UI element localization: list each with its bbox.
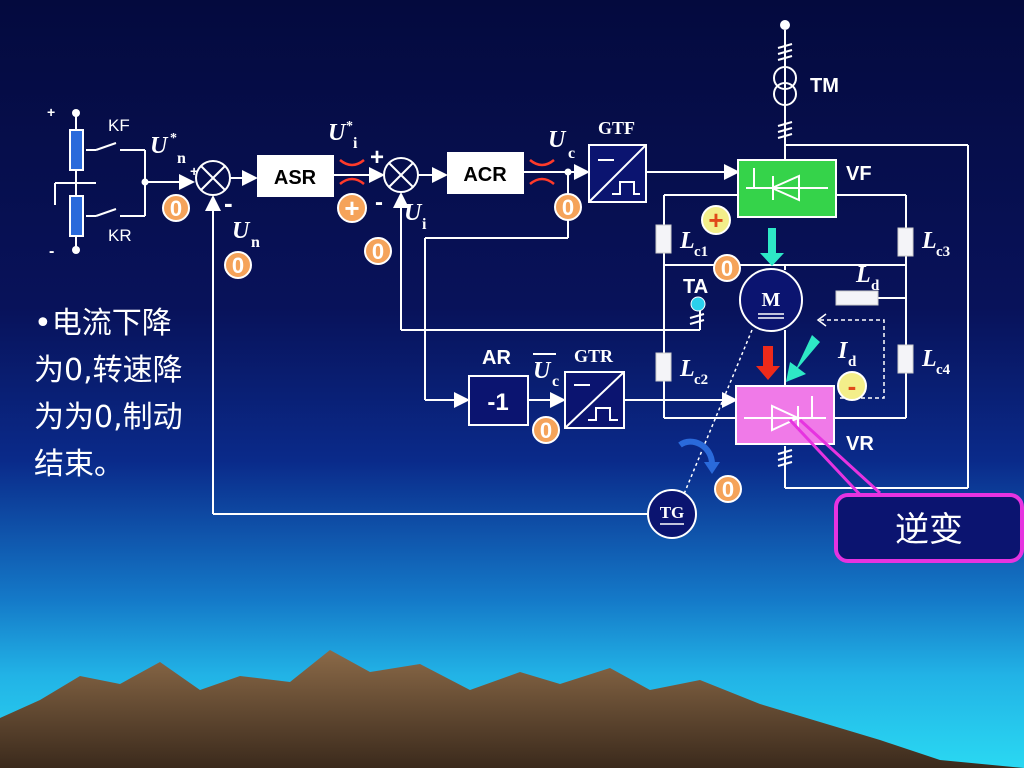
svg-text:+: +	[708, 205, 723, 235]
ar-label: AR	[482, 347, 511, 369]
cyan-down-arrow	[760, 228, 784, 266]
ta-sensor	[690, 296, 706, 312]
mountain-range	[0, 650, 1024, 768]
svg-text:c2: c2	[694, 372, 708, 388]
badge-asr-out: +	[337, 193, 367, 223]
ar-gain: -1	[487, 389, 508, 416]
badge-ar: 0	[532, 416, 560, 444]
ta-label: TA	[683, 276, 708, 298]
lc2-label: L	[679, 356, 695, 382]
sum1-plus: +	[190, 163, 198, 179]
acr-block	[447, 152, 524, 194]
gtf-block	[588, 144, 647, 203]
tachogenerator	[647, 489, 697, 539]
badge-un-star: 0	[162, 194, 190, 222]
sum2-plus: +	[370, 144, 384, 171]
svg-text:0: 0	[722, 477, 734, 502]
callout-box	[834, 493, 1024, 563]
reactor-lc4	[897, 344, 914, 374]
svg-text:c1: c1	[694, 244, 708, 260]
gtr-label: GTR	[574, 346, 614, 366]
kf-label: KF	[108, 116, 130, 135]
vr-bridge	[735, 385, 835, 445]
kr-label: KR	[108, 226, 132, 245]
ui-label: U	[404, 200, 423, 226]
sum2-minus: -	[375, 189, 383, 216]
bullet-text: •电流下降为0,转速降为为0,制动结束。	[34, 306, 183, 482]
svg-text:c: c	[552, 373, 559, 390]
reactor-ld	[835, 290, 879, 306]
badge-vf: +	[701, 205, 731, 235]
badge-sum2: 0	[364, 237, 392, 265]
gtr-block	[564, 371, 625, 429]
svg-text:c4: c4	[936, 362, 951, 378]
svg-text:n: n	[251, 234, 260, 251]
svg-text:n: n	[177, 150, 186, 167]
reactor-lc3	[897, 227, 914, 257]
red-down-arrow	[756, 346, 780, 380]
svg-text:d: d	[848, 354, 857, 370]
transformer-tm	[773, 20, 797, 467]
svg-text:0: 0	[232, 253, 244, 278]
un-star-label: U	[150, 133, 169, 159]
un-label: U	[232, 218, 251, 244]
ui-star-label: U	[328, 120, 347, 146]
cyan-diagonal-arrow	[786, 335, 820, 382]
reactor-lc1	[655, 224, 672, 254]
reactor-lc2	[655, 352, 672, 382]
badge-motor: 0	[713, 254, 741, 282]
uc-label: U	[548, 127, 567, 153]
svg-text:c: c	[568, 145, 575, 162]
lc1-label: L	[679, 228, 695, 254]
asr-block	[257, 155, 334, 197]
svg-text:*: *	[170, 131, 177, 146]
svg-text:+: +	[344, 193, 359, 223]
id-label: I	[837, 338, 849, 364]
lc4-label: L	[921, 346, 937, 372]
svg-text:0: 0	[540, 418, 552, 443]
svg-text:0: 0	[372, 239, 384, 264]
motor	[739, 268, 803, 332]
tm-label: TM	[810, 75, 839, 97]
svg-text:i: i	[353, 135, 358, 152]
acr-label: ACR	[463, 164, 507, 186]
motor-label: M	[762, 289, 781, 311]
asr-label: ASR	[274, 167, 317, 189]
gtf-label: GTF	[598, 118, 635, 138]
svg-text:d: d	[871, 278, 880, 294]
uc-bar-label: U	[533, 358, 552, 384]
badge-tg: 0	[714, 475, 742, 503]
vr-label: VR	[846, 433, 874, 455]
svg-text:0: 0	[562, 195, 574, 220]
minus-terminal: -	[49, 243, 54, 260]
rotation-arrow	[678, 438, 715, 465]
svg-text:-: -	[848, 371, 857, 401]
ld-label: L	[855, 262, 871, 288]
svg-text:i: i	[422, 216, 427, 233]
callout-text: 逆变	[895, 510, 963, 550]
plus-terminal: +	[47, 104, 55, 120]
lc3-label: L	[921, 228, 937, 254]
svg-text:c3: c3	[936, 244, 950, 260]
badge-un: 0	[224, 251, 252, 279]
badge-vr: -	[837, 371, 867, 401]
sum1-minus: -	[224, 188, 233, 218]
vf-label: VF	[846, 163, 872, 185]
tg-label: TG	[660, 503, 685, 522]
svg-text:0: 0	[721, 256, 733, 281]
ar-block	[468, 375, 529, 426]
svg-text:*: *	[346, 119, 353, 134]
badge-uc: 0	[554, 193, 582, 221]
vf-bridge	[737, 159, 837, 218]
svg-text:0: 0	[170, 196, 182, 221]
